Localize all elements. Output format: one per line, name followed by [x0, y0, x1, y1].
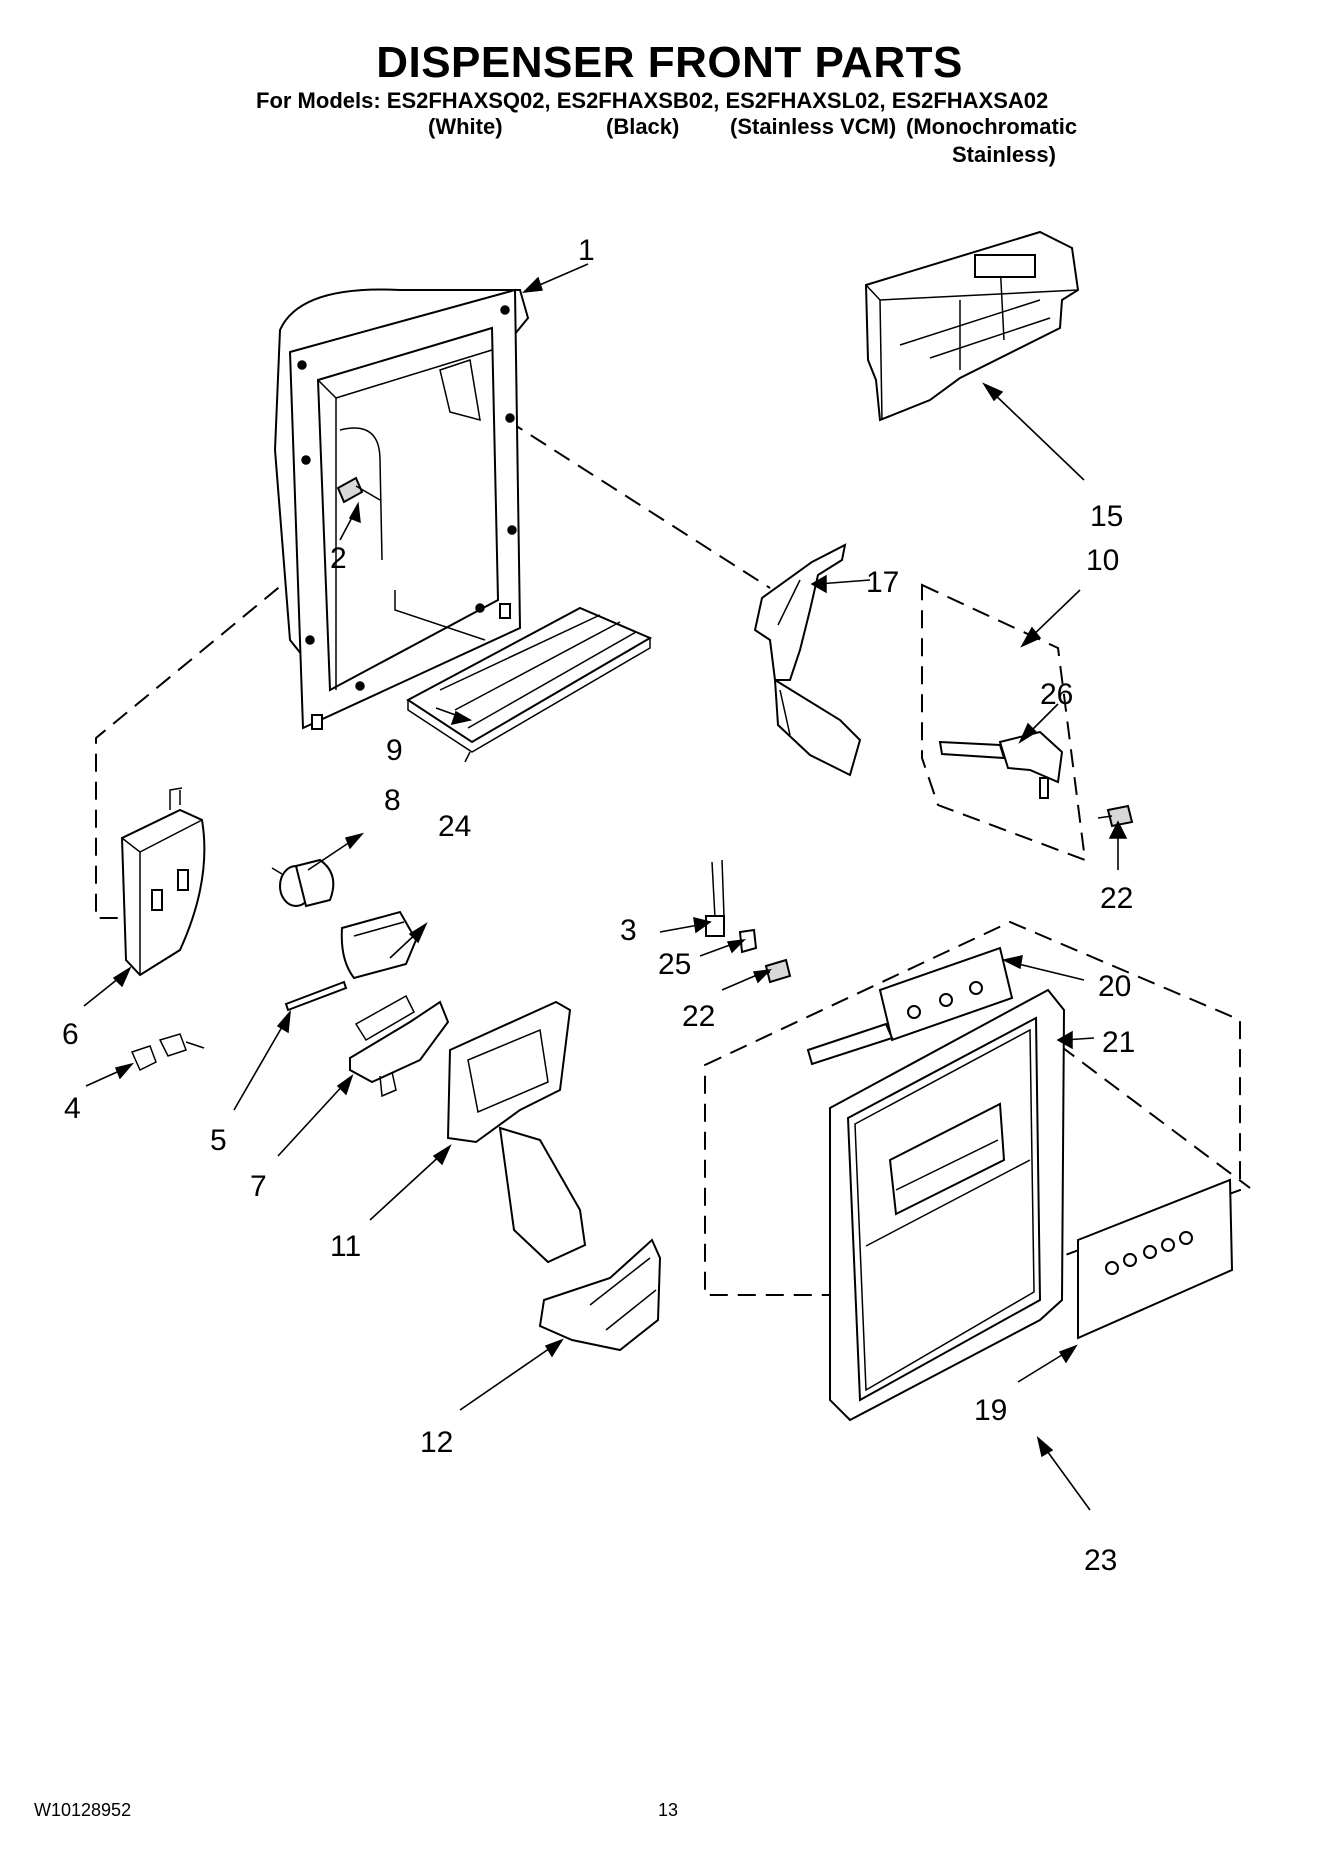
callout-22-right: 22 — [1100, 882, 1133, 915]
callout-19: 19 — [974, 1394, 1007, 1427]
part-22-screw-right — [1097, 804, 1134, 828]
doc-number: W10128952 — [34, 1800, 132, 1820]
assembly-line-right — [1014, 1011, 1251, 1189]
callout-25: 25 — [658, 948, 691, 981]
part-26-switch — [938, 730, 1064, 799]
part-21-front-panel — [829, 988, 1066, 1422]
callout-8: 8 — [384, 784, 401, 817]
callout-2: 2 — [330, 542, 347, 575]
callout-12: 12 — [420, 1426, 453, 1459]
part-17-lever-arm — [753, 543, 862, 777]
callout-1: 1 — [578, 234, 595, 267]
callout-15: 15 — [1090, 500, 1123, 533]
leader-lines — [83, 263, 1128, 1511]
callout-7: 7 — [250, 1170, 267, 1203]
callout-10: 10 — [1086, 544, 1119, 577]
callout-6: 6 — [62, 1018, 79, 1051]
variant-mono: (Monochromatic — [906, 114, 1078, 139]
callout-24: 24 — [438, 810, 471, 843]
variant-black: (Black) — [606, 114, 680, 139]
page-number: 13 — [658, 1800, 679, 1820]
part-9-drip-tray — [406, 606, 653, 763]
variant-mono-2: Stainless) — [952, 142, 1056, 167]
callout-3: 3 — [620, 914, 637, 947]
callout-4: 4 — [64, 1092, 81, 1125]
variant-white: (White) — [428, 114, 503, 139]
callout-23: 23 — [1084, 1544, 1117, 1577]
callout-20: 20 — [1098, 970, 1131, 1003]
part-20-plate — [806, 946, 1014, 1066]
callout-5: 5 — [210, 1124, 227, 1157]
part-24-cover — [340, 910, 418, 980]
callout-17: 17 — [866, 566, 899, 599]
callout-labels: 1 2 3 4 5 6 7 8 9 10 11 12 15 17 19 20 2… — [62, 234, 1135, 1577]
part-15-housing — [864, 230, 1080, 422]
part-6-module — [120, 787, 206, 977]
callout-9: 9 — [386, 734, 403, 767]
callout-22-center: 22 — [682, 1000, 715, 1033]
assembly-line-left — [95, 569, 301, 919]
part-12-funnel — [538, 1238, 662, 1352]
part-3-bracket — [705, 859, 725, 937]
callout-11: 11 — [330, 1230, 361, 1263]
callout-21: 21 — [1102, 1026, 1135, 1059]
part-5-pin — [284, 980, 348, 1012]
variant-stainless: (Stainless VCM) — [730, 114, 897, 139]
part-7-actuator — [349, 994, 450, 1098]
group-10-outline — [921, 583, 1087, 862]
part-4-springs — [130, 1033, 205, 1072]
part-19-control-panel — [1077, 1178, 1234, 1340]
part-25-clip — [738, 928, 758, 954]
callout-26: 26 — [1040, 678, 1073, 711]
page-title: DISPENSER FRONT PARTS — [376, 38, 963, 87]
part-8-cylinder — [271, 858, 335, 908]
part-1-frame — [273, 288, 530, 730]
models-line: For Models: ES2FHAXSQ02, ES2FHAXSB02, ES… — [256, 88, 1049, 113]
part-2-screw — [336, 476, 381, 504]
part-11-lever — [446, 1000, 587, 1264]
group-23-outline — [704, 920, 1241, 1296]
